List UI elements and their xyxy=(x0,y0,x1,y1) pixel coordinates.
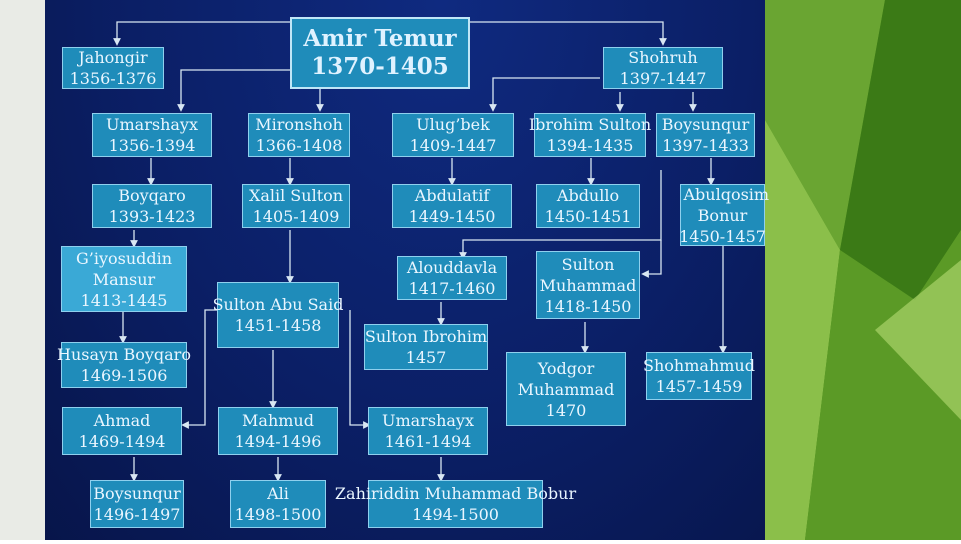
node-umarshayx-2: Umarshayx 1461-1494 xyxy=(368,407,488,455)
node-years: 1498-1500 xyxy=(234,505,322,524)
node-xalil-sulton: Xalil Sulton 1405-1409 xyxy=(242,184,350,228)
node-ibrohim-sulton: Ibrohim Sulton 1394-1435 xyxy=(529,113,651,157)
node-years: 1496-1497 xyxy=(93,505,181,524)
node-name: Xalil Sulton xyxy=(248,186,344,205)
node-years: 1449-1450 xyxy=(408,207,496,226)
node-years: 1494-1500 xyxy=(412,505,499,524)
node-name: Abdullo xyxy=(556,186,620,205)
node-name: Abulqosim Bonur xyxy=(683,184,770,225)
node-name: Shohmahmud xyxy=(643,356,755,375)
node-years: 1457 xyxy=(405,348,447,367)
node-name: Shohruh xyxy=(628,48,698,67)
node-abdullo: Abdullo 1450-1451 xyxy=(536,184,640,228)
node-name: Umarshayx xyxy=(106,115,198,134)
node-name: Ali xyxy=(267,484,289,503)
node-years: 1370-1405 xyxy=(311,53,449,80)
node-years: 1409-1447 xyxy=(409,136,497,155)
node-years: 1450-1457 xyxy=(679,226,766,246)
left-margin xyxy=(0,0,45,540)
node-years: 1469-1494 xyxy=(78,432,166,451)
node-years: 1418-1450 xyxy=(544,296,632,316)
node-name: Sulton Ibrohim xyxy=(364,327,488,346)
node-years: 1405-1409 xyxy=(252,207,340,226)
node-years: 1413-1445 xyxy=(80,290,168,310)
node-ahmad: Ahmad 1469-1494 xyxy=(62,407,182,455)
node-sulton-muhammad: Sulton Muhammad 1418-1450 xyxy=(536,251,640,319)
node-ali: Ali 1498-1500 xyxy=(230,480,326,528)
node-boyqaro: Boyqaro 1393-1423 xyxy=(92,184,212,228)
node-name: Boysunqur xyxy=(661,115,750,134)
node-name: Husayn Boyqaro xyxy=(57,345,191,364)
node-years: 1457-1459 xyxy=(655,377,743,396)
node-years: 1356-1394 xyxy=(108,136,196,155)
node-years: 1451-1458 xyxy=(234,316,322,335)
node-giyosuddin-mansur: G’iyosuddin Mansur 1413-1445 xyxy=(61,246,187,312)
node-years: 1470 xyxy=(545,400,587,420)
node-name: Sulton Abu Said xyxy=(212,295,344,314)
node-years: 1356-1376 xyxy=(69,69,157,88)
node-shohmahmud: Shohmahmud 1457-1459 xyxy=(643,352,755,400)
node-name: Alouddavla xyxy=(406,258,498,277)
node-boysunqur: Boysunqur 1397-1433 xyxy=(656,113,755,157)
node-name: Zahiriddin Muhammad Bobur xyxy=(334,484,577,503)
node-husayn-boyqaro: Husayn Boyqaro 1469-1506 xyxy=(57,342,191,388)
node-name: Amir Temur xyxy=(303,25,457,52)
decorative-green-panel xyxy=(765,0,961,540)
node-shohruh: Shohruh 1397-1447 xyxy=(603,47,723,89)
node-years: 1469-1506 xyxy=(80,366,168,385)
node-sulton-abu-said: Sulton Abu Said 1451-1458 xyxy=(213,282,343,348)
node-years: 1393-1423 xyxy=(108,207,196,226)
node-name: Boysunqur xyxy=(93,484,181,503)
node-name: Abdulatif xyxy=(414,186,490,205)
node-abulqosim-bonur: Abulqosim Bonur 1450-1457 xyxy=(679,184,770,246)
connector-lines xyxy=(113,21,727,482)
node-years: 1494-1496 xyxy=(234,432,322,451)
node-mironshoh: Mironshoh 1366-1408 xyxy=(248,113,350,157)
node-name: Mironshoh xyxy=(255,115,343,134)
node-years: 1394-1435 xyxy=(546,136,634,155)
node-name: G’iyosuddin Mansur xyxy=(75,248,173,289)
node-boysunqur-2: Boysunqur 1496-1497 xyxy=(90,480,184,528)
decorative-facets xyxy=(765,0,961,540)
node-years: 1397-1433 xyxy=(662,136,749,155)
node-mahmud: Mahmud 1494-1496 xyxy=(218,407,338,455)
node-years: 1397-1447 xyxy=(619,69,707,88)
node-amir-temur: Amir Temur 1370-1405 xyxy=(290,17,470,89)
node-ulugbek: Ulug’bek 1409-1447 xyxy=(392,113,514,157)
node-abdulatif: Abdulatif 1449-1450 xyxy=(392,184,512,228)
node-name: Yodgor Muhammad xyxy=(517,358,615,399)
node-name: Jahongir xyxy=(78,48,148,67)
node-years: 1417-1460 xyxy=(408,279,496,298)
node-umarshayx: Umarshayx 1356-1394 xyxy=(92,113,212,157)
node-name: Ulug’bek xyxy=(416,115,490,134)
node-name: Boyqaro xyxy=(118,186,186,205)
node-jahongir: Jahongir 1356-1376 xyxy=(62,47,164,89)
node-name: Ibrohim Sulton xyxy=(528,115,652,134)
node-yodgor-muhammad: Yodgor Muhammad 1470 xyxy=(506,352,626,426)
node-zahiriddin-bobur: Zahiriddin Muhammad Bobur 1494-1500 xyxy=(335,480,576,528)
node-name: Umarshayx xyxy=(382,411,474,430)
node-alouddavla: Alouddavla 1417-1460 xyxy=(397,256,507,300)
node-years: 1461-1494 xyxy=(384,432,472,451)
node-sulton-ibrohim: Sulton Ibrohim 1457 xyxy=(364,324,488,370)
node-years: 1450-1451 xyxy=(544,207,632,226)
node-name: Sulton Muhammad xyxy=(539,254,637,295)
node-name: Mahmud xyxy=(242,411,314,430)
node-years: 1366-1408 xyxy=(255,136,343,155)
node-name: Ahmad xyxy=(93,411,151,430)
